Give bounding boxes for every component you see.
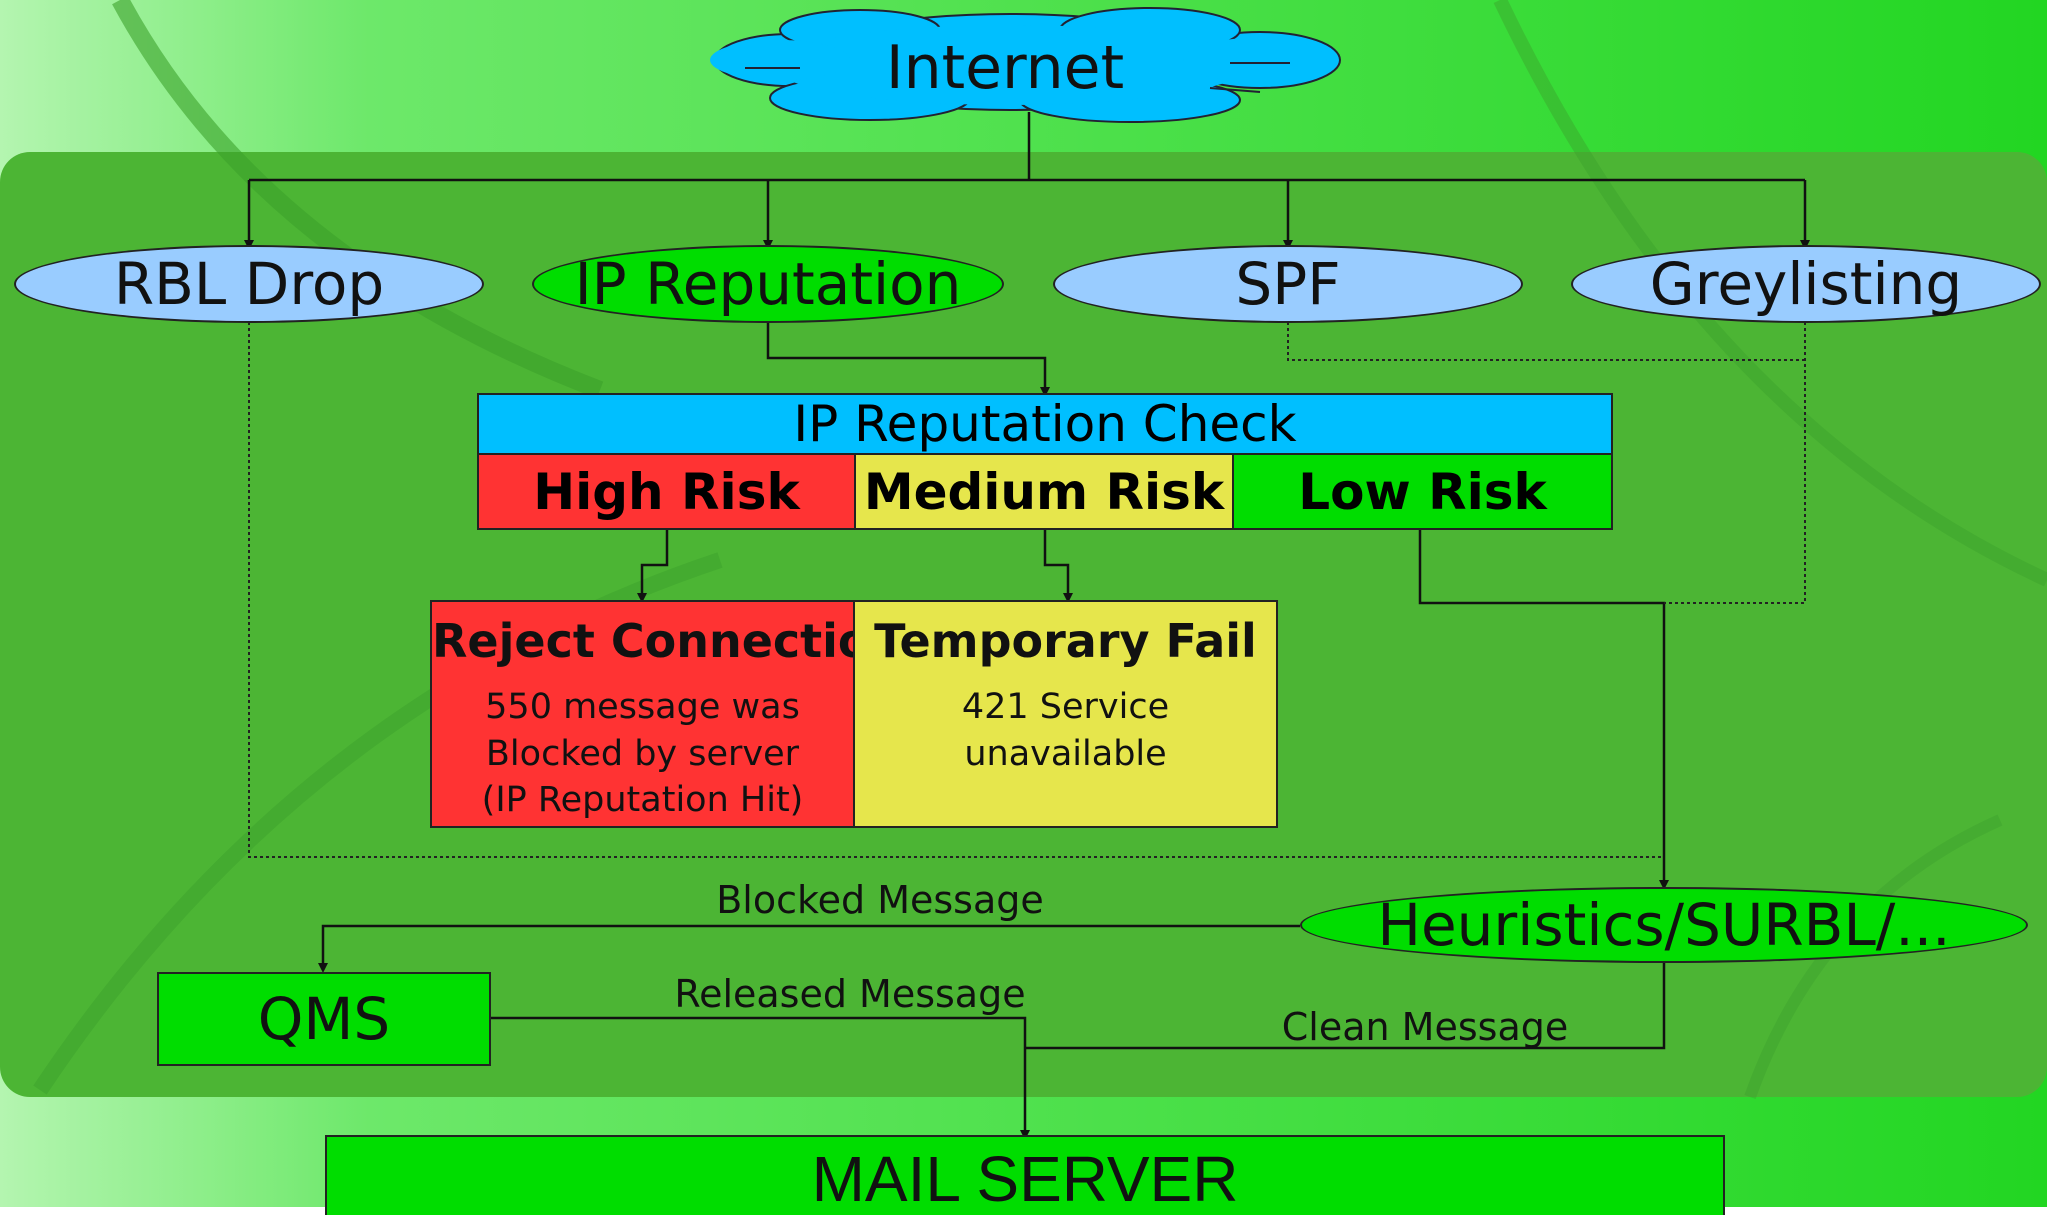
released-message-label: Released Message [674,972,1026,1016]
clean-message-label: Clean Message [1281,1005,1569,1049]
greylisting-label: Greylisting [1649,250,1963,318]
reject-line-2: Blocked by server [485,734,800,774]
qms-label: QMS [257,985,391,1053]
ip-reputation-node: IP Reputation [532,245,1004,323]
dotted-lines [248,322,1806,858]
heuristics-node: Heuristics/SURBL/... [1300,887,2028,963]
medium-risk-cell: Medium Risk [856,453,1234,528]
high-risk-cell: High Risk [479,453,856,528]
heuristics-label: Heuristics/SURBL/... [1377,891,1951,959]
low-risk-cell: Low Risk [1234,453,1611,528]
internet-label: Internet [885,33,1125,103]
rbl-drop-node: RBL Drop [14,245,484,323]
tempfail-line-1: 421 Service [961,687,1170,727]
greylisting-node: Greylisting [1571,245,2041,323]
connector-lines [244,112,1810,1140]
temporary-fail-box: Temporary Fail 421 Service unavailable [853,600,1278,828]
spf-label: SPF [1235,250,1341,318]
ip-reputation-check-table: IP Reputation Check High Risk Medium Ris… [477,393,1613,530]
internet-cloud [710,7,1341,123]
decor-stroke [112,0,604,399]
mail-server-label: MAIL SERVER [811,1143,1239,1215]
blocked-message-label: Blocked Message [716,878,1044,922]
qms-node: QMS [157,972,491,1066]
ip-reputation-label: IP Reputation [574,250,962,318]
decor-stroke [1493,0,2047,587]
ip-reputation-check-title: IP Reputation Check [793,395,1297,453]
tempfail-line-2: unavailable [964,734,1167,774]
reject-title: Reject Connection [432,614,903,668]
spf-node: SPF [1053,245,1523,323]
reject-line-3: (IP Reputation Hit) [481,780,804,820]
mail-server-node: MAIL SERVER [325,1135,1725,1215]
tempfail-title: Temporary Fail [874,614,1257,668]
reject-connection-box: Reject Connection 550 message was Blocke… [430,600,903,828]
rbl-drop-label: RBL Drop [113,250,385,318]
reject-line-1: 550 message was [485,687,800,727]
